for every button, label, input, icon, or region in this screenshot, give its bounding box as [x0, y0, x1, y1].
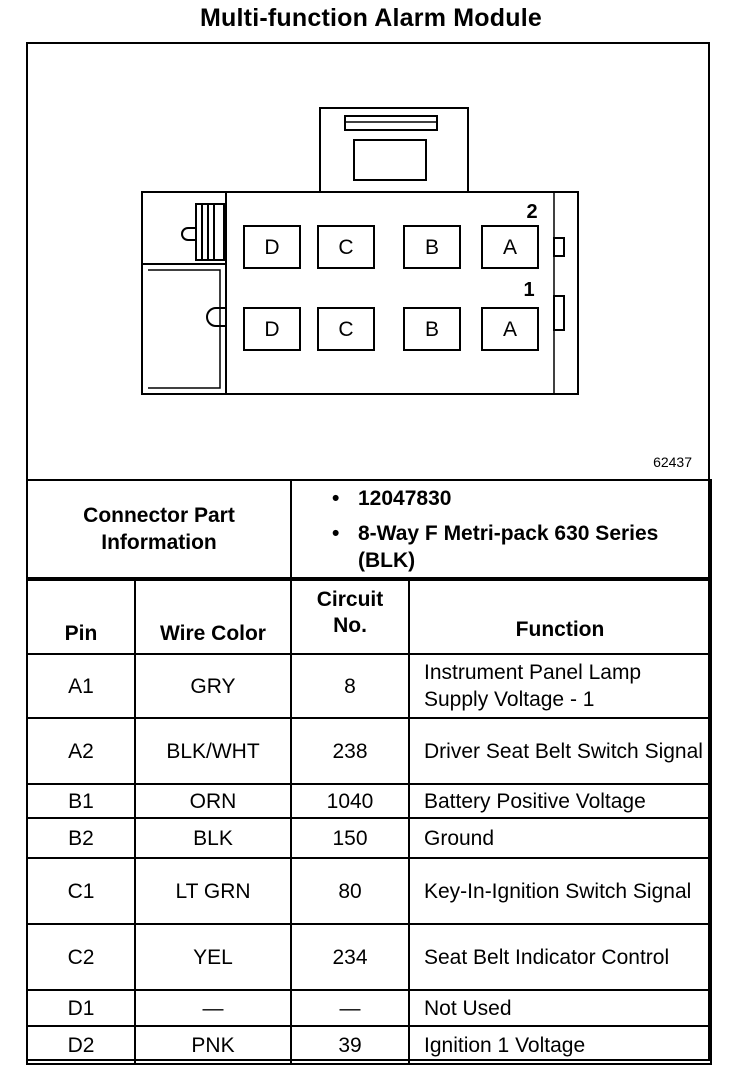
cavity-row2-c: [317, 225, 375, 269]
connector-info-list: 12047830 8-Way F Metri-pack 630 Series (…: [290, 479, 712, 579]
pin-cell: A1: [26, 653, 136, 719]
connector-body: [141, 191, 579, 395]
left-latch-tab: [181, 227, 196, 241]
wire-color-cell: ORN: [134, 783, 292, 819]
left-key-notch: [206, 307, 226, 327]
top-latch-window: [353, 139, 427, 181]
row-label-1: 1: [523, 279, 534, 301]
connector-info-label: Connector Part Information: [26, 479, 292, 579]
function-cell: Ground: [408, 817, 712, 859]
cavity-row2-a: [481, 225, 539, 269]
cavity-label-row1-b: B: [425, 318, 439, 341]
cavity-row1-d: [243, 307, 301, 351]
pin-table: Pin Wire Color Circuit No. Function A1 G…: [26, 579, 712, 1065]
function-cell: Battery Positive Voltage: [408, 783, 712, 819]
wire-color-cell: PNK: [134, 1025, 292, 1065]
connector-face-drawing: D C B A D C B A 2 1 62437: [141, 107, 692, 470]
top-latch-housing: [319, 107, 469, 193]
wire-color-cell: BLK: [134, 817, 292, 859]
header-function: Function: [408, 579, 712, 655]
right-rail-tab-upper: [553, 237, 565, 257]
circuit-cell: 39: [290, 1025, 410, 1065]
left-latch: [195, 203, 225, 261]
function-cell: Seat Belt Indicator Control: [408, 923, 712, 991]
table-row: C2 YEL 234 Seat Belt Indicator Control: [26, 923, 712, 991]
circuit-cell: 80: [290, 857, 410, 925]
table-row: D1 — — Not Used: [26, 989, 712, 1027]
table-row: B1 ORN 1040 Battery Positive Voltage: [26, 783, 712, 819]
cavity-label-row1-c: C: [338, 318, 353, 341]
pin-cell: C2: [26, 923, 136, 991]
wire-color-cell: LT GRN: [134, 857, 292, 925]
cavity-label-row2-b: B: [425, 236, 439, 259]
left-step: [142, 263, 227, 394]
header-circuit: Circuit No.: [290, 579, 410, 655]
pin-cell: D2: [26, 1025, 136, 1065]
circuit-cell: 1040: [290, 783, 410, 819]
pin-cell: B2: [26, 817, 136, 859]
cavity-row2-d: [243, 225, 301, 269]
table-row: A1 GRY 8 Instrument Panel Lamp Supply Vo…: [26, 653, 712, 719]
circuit-cell: —: [290, 989, 410, 1027]
pin-cell: D1: [26, 989, 136, 1027]
wire-color-cell: YEL: [134, 923, 292, 991]
cavity-row2-b: [403, 225, 461, 269]
page-title: Multi-function Alarm Module: [200, 4, 542, 32]
connector-part-number: 12047830: [332, 485, 710, 512]
top-latch-slot: [344, 115, 438, 131]
function-cell: Ignition 1 Voltage: [408, 1025, 712, 1065]
cavity-row1-c: [317, 307, 375, 351]
header-pin: Pin: [26, 579, 136, 655]
pin-cell: C1: [26, 857, 136, 925]
cavity-label-row2-c: C: [338, 236, 353, 259]
cavity-row1-a: [481, 307, 539, 351]
cavity-row1-b: [403, 307, 461, 351]
function-cell: Instrument Panel Lamp Supply Voltage - 1: [408, 653, 712, 719]
function-cell: Driver Seat Belt Switch Signal: [408, 717, 712, 785]
wire-color-cell: —: [134, 989, 292, 1027]
table-row: B2 BLK 150 Ground: [26, 817, 712, 859]
function-cell: Key-In-Ignition Switch Signal: [408, 857, 712, 925]
row-label-2: 2: [526, 201, 537, 223]
cavity-label-row1-d: D: [264, 318, 279, 341]
circuit-cell: 234: [290, 923, 410, 991]
header-wire-color: Wire Color: [134, 579, 292, 655]
connector-type: 8-Way F Metri-pack 630 Series (BLK): [332, 520, 710, 574]
cavity-label-row2-a: A: [503, 236, 517, 259]
pin-table-header: Pin Wire Color Circuit No. Function: [26, 579, 712, 655]
wire-color-cell: GRY: [134, 653, 292, 719]
cavity-label-row2-d: D: [264, 236, 279, 259]
right-rail-tab-lower: [553, 295, 565, 331]
connector-diagram: D C B A D C B A 2 1 62437: [26, 42, 710, 480]
figure-number: 62437: [653, 454, 692, 470]
table-row: D2 PNK 39 Ignition 1 Voltage: [26, 1025, 712, 1065]
table-row: C1 LT GRN 80 Key-In-Ignition Switch Sign…: [26, 857, 712, 925]
circuit-cell: 150: [290, 817, 410, 859]
table-row: A2 BLK/WHT 238 Driver Seat Belt Switch S…: [26, 717, 712, 785]
cavity-label-row1-a: A: [503, 318, 517, 341]
circuit-cell: 8: [290, 653, 410, 719]
pin-cell: B1: [26, 783, 136, 819]
circuit-cell: 238: [290, 717, 410, 785]
function-cell: Not Used: [408, 989, 712, 1027]
connector-info-table: Connector Part Information 12047830 8-Wa…: [26, 479, 712, 579]
wire-color-cell: BLK/WHT: [134, 717, 292, 785]
pin-cell: A2: [26, 717, 136, 785]
